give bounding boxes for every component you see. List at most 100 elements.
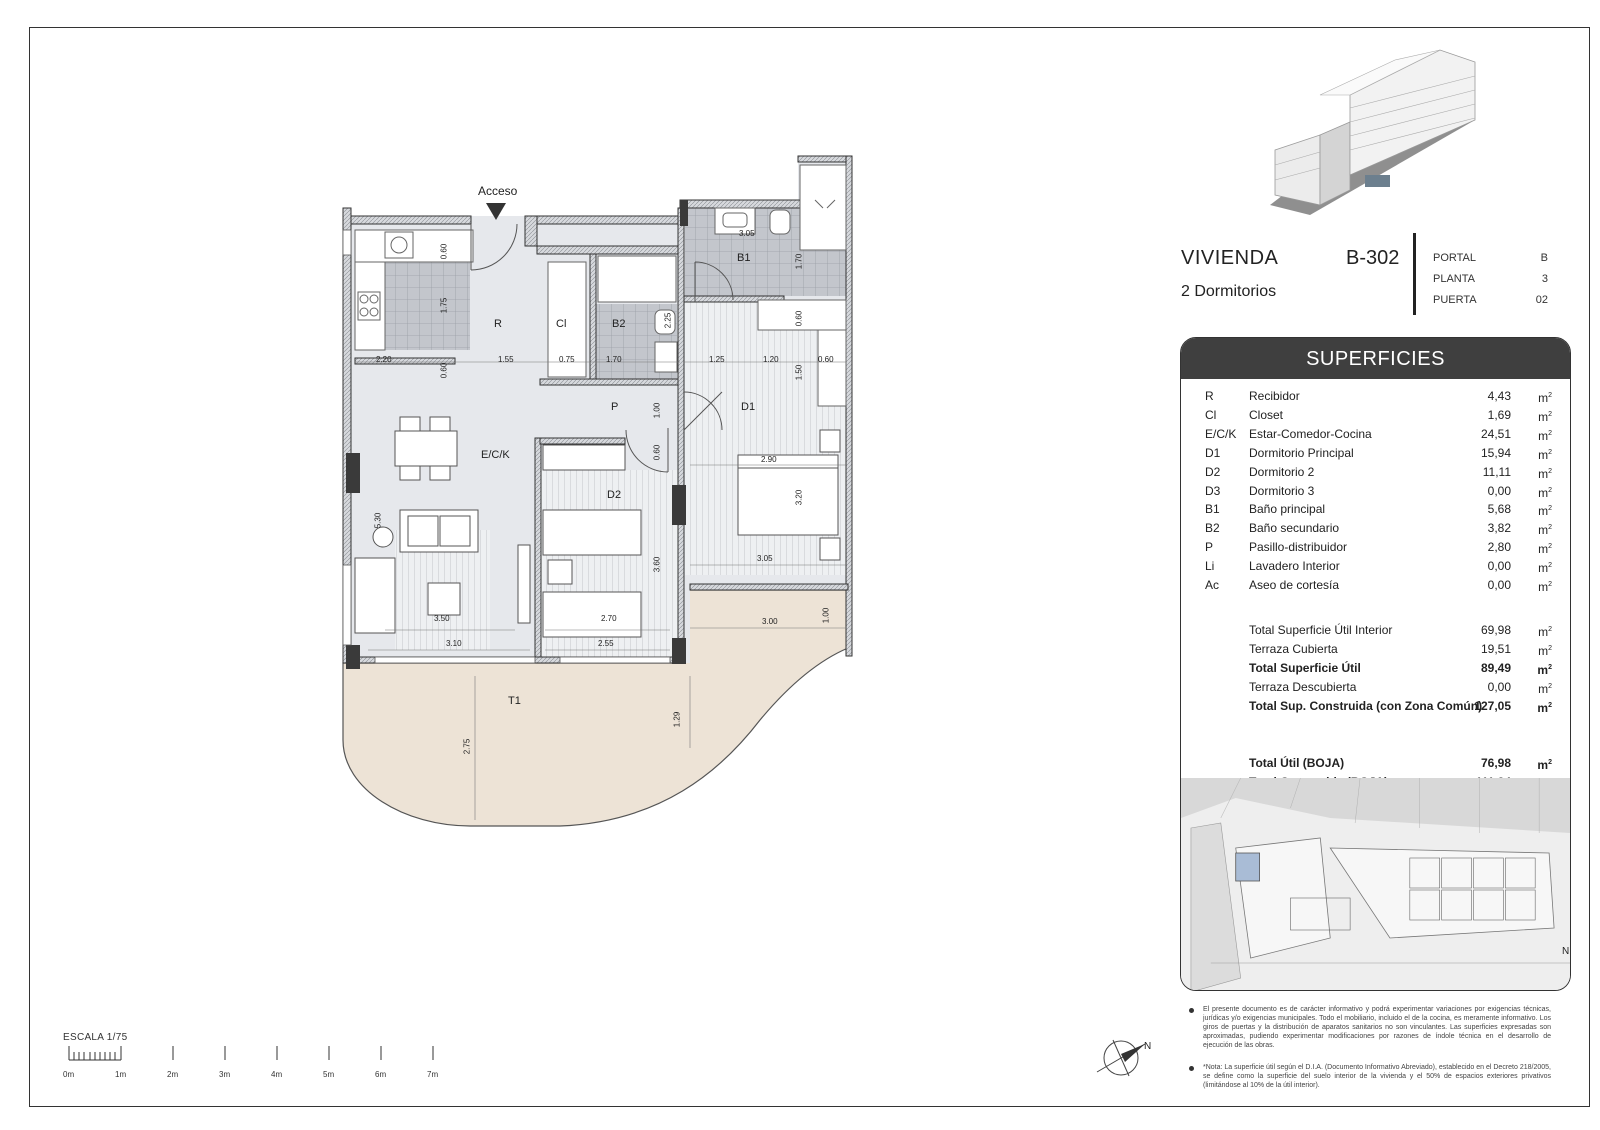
dim-label: 3.05 xyxy=(739,229,755,238)
scale-tick-label: 6m xyxy=(375,1070,387,1079)
dim-label: 0.75 xyxy=(559,355,575,364)
acceso-label: Acceso xyxy=(478,184,518,198)
scale-tick-label: 3m xyxy=(219,1070,231,1079)
surface-unit: m2 xyxy=(1538,625,1552,639)
note-bullet-2 xyxy=(1189,1066,1194,1071)
d1-bed xyxy=(737,429,841,561)
closet-cabinet xyxy=(547,261,587,378)
surface-unit: m2 xyxy=(1538,409,1552,424)
info-puerta-value: 02 xyxy=(1535,294,1548,306)
surface-code: E/C/K xyxy=(1205,426,1237,441)
dining-set xyxy=(394,416,458,481)
dim-label: 1.00 xyxy=(821,607,831,624)
dim-label: 2.75 xyxy=(462,738,472,755)
dim-label: 3.60 xyxy=(652,556,662,573)
scale-tick-label: 0m xyxy=(63,1070,75,1079)
dim-label: 3.00 xyxy=(762,617,778,626)
surface-name: Total Superficie Útil xyxy=(1249,660,1361,675)
surface-unit: m2 xyxy=(1538,504,1552,519)
surface-value: 19,51 xyxy=(1480,641,1511,656)
info-planta-value: 3 xyxy=(1541,273,1548,285)
scale-tick-label: 7m xyxy=(427,1070,439,1079)
dim-label: 1.29 xyxy=(672,711,682,728)
surface-name: Terraza Cubierta xyxy=(1249,641,1338,656)
surface-value: 4,43 xyxy=(1487,389,1511,403)
surface-name: Terraza Descubierta xyxy=(1249,679,1357,694)
room-label-cl: Cl xyxy=(556,318,567,330)
unit-code: B-302 xyxy=(1346,247,1400,269)
d1-wardrobe xyxy=(757,299,847,331)
scale-tick-label: 2m xyxy=(167,1070,179,1079)
b1-fixtures xyxy=(714,164,847,251)
surface-unit: m2 xyxy=(1538,681,1552,696)
terrace-t1 xyxy=(342,589,849,827)
surface-unit: m2 xyxy=(1538,485,1552,500)
room-label-b1: B1 xyxy=(737,252,751,264)
surface-value: 0,00 xyxy=(1487,578,1511,592)
surface-value: 0,00 xyxy=(1487,559,1511,574)
surface-name: Recibidor xyxy=(1249,389,1300,403)
surface-name: Estar-Comedor-Cocina xyxy=(1249,426,1372,441)
surface-name: Aseo de cortesía xyxy=(1249,578,1340,592)
surface-unit: m2 xyxy=(1538,466,1552,481)
dim-label: 1.50 xyxy=(794,364,804,381)
north-arrow-plan-icon xyxy=(1096,1039,1146,1077)
dim-label: 2.90 xyxy=(761,455,777,464)
room-label-eck: E/C/K xyxy=(481,449,510,461)
surface-name: Dormitorio 3 xyxy=(1249,483,1315,498)
surface-code: D1 xyxy=(1205,445,1221,460)
dimension-lines xyxy=(355,361,846,820)
room-label-d1: D1 xyxy=(741,401,756,413)
dim-label: 1.25 xyxy=(709,355,725,364)
surface-value: 1,69 xyxy=(1487,407,1511,422)
surface-code: P xyxy=(1205,540,1214,555)
surface-code: B2 xyxy=(1205,521,1220,536)
dim-label: 0.60 xyxy=(652,444,662,461)
note-bullet-1 xyxy=(1189,1008,1194,1013)
surface-name: Dormitorio 2 xyxy=(1249,464,1315,479)
surface-value: 127,05 xyxy=(1474,698,1511,713)
b2-fixtures xyxy=(597,255,678,373)
dim-label: 2.70 xyxy=(601,614,617,623)
dim-label: 2.25 xyxy=(663,312,673,329)
surface-value: 0,00 xyxy=(1487,483,1511,498)
surface-value: 76,98 xyxy=(1480,756,1511,770)
surface-code: D3 xyxy=(1205,483,1221,498)
info-portal-value: B xyxy=(1540,252,1548,264)
surface-code: D2 xyxy=(1205,464,1221,479)
surface-value: 15,94 xyxy=(1480,445,1511,460)
dim-label: 1.70 xyxy=(606,355,622,364)
dim-label: 0.60 xyxy=(439,362,449,379)
info-planta-label: PLANTA xyxy=(1433,273,1475,285)
surface-code: Li xyxy=(1205,559,1215,574)
surface-row: D3 Dormitorio 3 0,00 m2 xyxy=(1181,482,1570,500)
dia-note: *Nota: La superficie útil según el D.I.A… xyxy=(1203,1064,1551,1089)
building-render xyxy=(1270,49,1476,215)
room-label-d2: D2 xyxy=(607,489,622,501)
dim-label: 3.10 xyxy=(446,639,462,648)
dim-label: 2.20 xyxy=(376,355,392,364)
surface-unit: m2 xyxy=(1538,561,1552,576)
surfaces-title: SUPERFICIES xyxy=(1181,338,1570,379)
site-plan xyxy=(1181,778,1570,990)
dim-label: 3.20 xyxy=(794,489,804,506)
surface-code: Cl xyxy=(1205,407,1217,422)
surface-name: Total Sup. Construida (con Zona Común) xyxy=(1249,698,1483,713)
surface-value: 69,98 xyxy=(1480,623,1511,637)
surface-name: Baño principal xyxy=(1249,502,1326,517)
info-portal-label: PORTAL xyxy=(1433,252,1476,264)
surface-value: 89,49 xyxy=(1480,660,1511,675)
dim-label: 1.75 xyxy=(439,297,449,314)
unit-subtitle: 2 Dormitorios xyxy=(1181,283,1277,300)
